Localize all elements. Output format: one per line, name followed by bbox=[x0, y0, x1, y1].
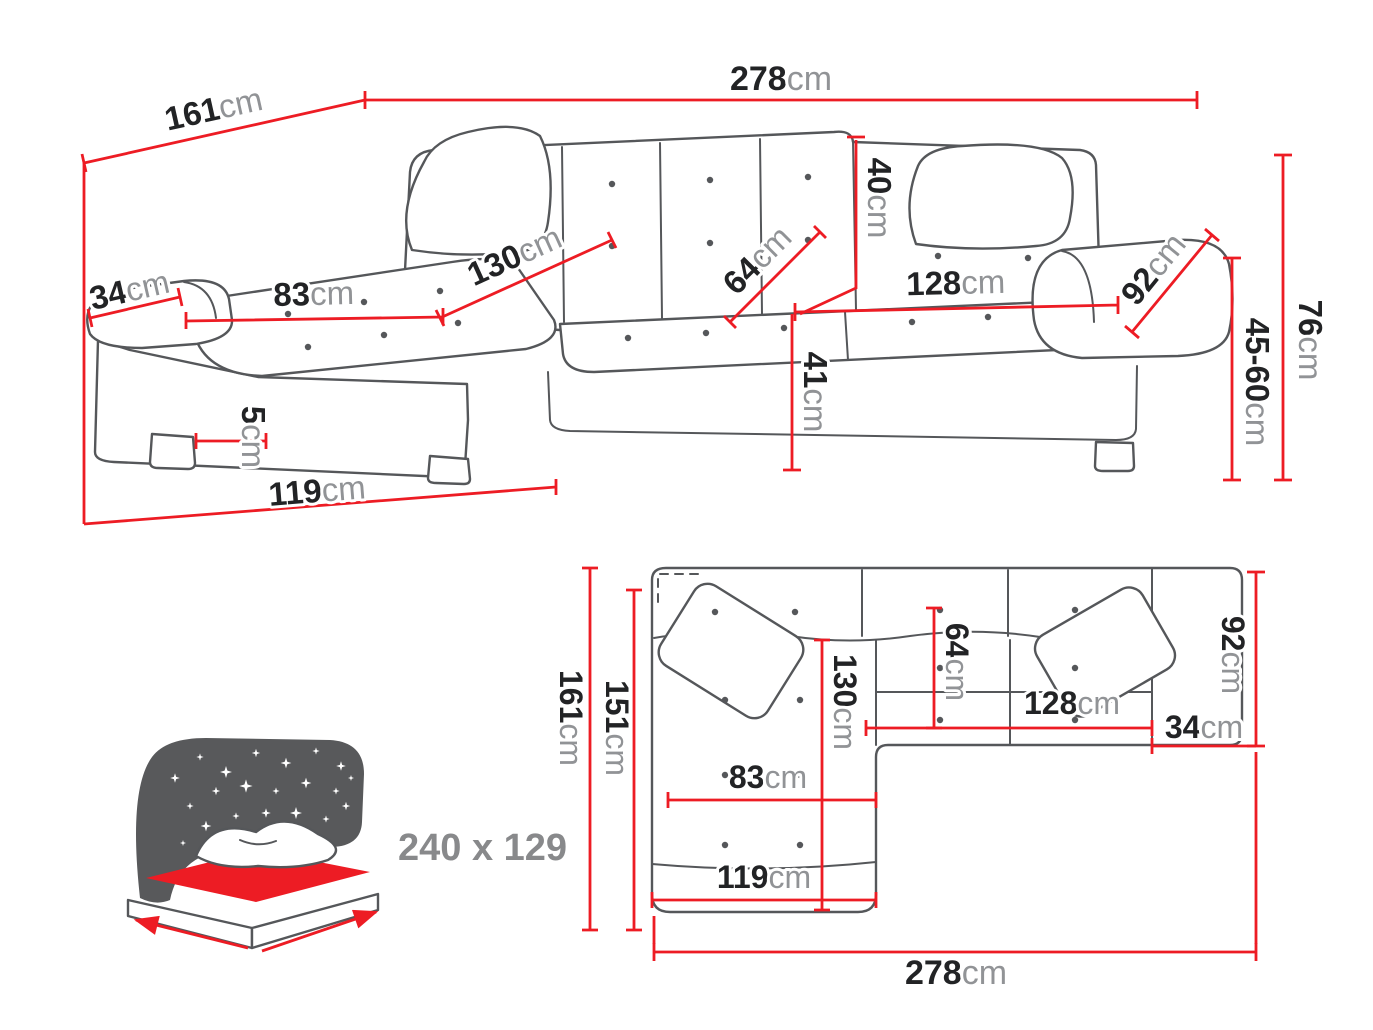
dimension-line bbox=[1223, 256, 1241, 482]
duvet-fold bbox=[239, 839, 277, 846]
dim-label-chaise-full-width-top: 119cm bbox=[717, 859, 811, 895]
left-pillow-top bbox=[657, 582, 805, 720]
dimension-line bbox=[626, 588, 642, 932]
dim-total-width: 278cm bbox=[363, 57, 1199, 109]
dim-width-total-top: 278cm bbox=[652, 752, 1258, 995]
dimension-line bbox=[194, 433, 268, 449]
right-pillow bbox=[908, 143, 1074, 250]
right-armrest-seam bbox=[1061, 250, 1095, 323]
dimension-line bbox=[1274, 153, 1292, 482]
dim-chaise-full-width-top: 119cm bbox=[650, 856, 878, 908]
extension-line bbox=[652, 752, 1258, 944]
dim-total-height: 76cm bbox=[1274, 153, 1332, 482]
dim-seat-width-top: 128cm bbox=[864, 682, 1154, 736]
sofa-perspective-drawing bbox=[86, 125, 1234, 486]
dimension-line bbox=[666, 792, 878, 808]
dim-label-seat-depth-top: 64cm bbox=[939, 623, 975, 701]
sofa-foot bbox=[148, 432, 197, 471]
dimension-line bbox=[814, 638, 830, 912]
tuft-buttons-top-view bbox=[711, 606, 1079, 849]
dim-armrest-width-top: 34cm bbox=[1150, 706, 1256, 754]
dim-armrest-height-range: 45-60cm bbox=[1223, 256, 1279, 482]
bed-headboard bbox=[136, 738, 364, 903]
dimension-line bbox=[434, 231, 618, 327]
dimension-line bbox=[650, 892, 878, 908]
dimension-line bbox=[652, 943, 1258, 961]
bed-with-stars-icon bbox=[126, 738, 380, 953]
dimension-line bbox=[864, 720, 1154, 736]
top-view: 161cm 151cm 130cm 64cm 128cm 34cm bbox=[550, 566, 1265, 995]
dim-label-armrest-width-top: 34cm bbox=[1165, 709, 1243, 745]
sleeping-function: 240 x 129 bbox=[126, 738, 567, 953]
dim-label-depth-left: 161cm bbox=[161, 80, 266, 138]
dim-label-seat-width: 128cm bbox=[906, 263, 1006, 302]
dim-label-total-height: 76cm bbox=[1292, 300, 1329, 381]
dim-depth-total-top: 161cm bbox=[550, 566, 598, 932]
dim-label-seat-width-top: 128cm bbox=[1024, 685, 1120, 721]
dimension-line bbox=[783, 314, 801, 472]
right-pillow-top bbox=[1033, 586, 1177, 718]
dim-label-total-width: 278cm bbox=[730, 60, 832, 98]
dim-armrest-length-top: 92cm bbox=[1212, 570, 1265, 748]
dim-chaise-base-length: 119cm bbox=[82, 163, 558, 526]
dim-label-armrest-height-range: 45-60cm bbox=[1239, 318, 1276, 446]
dimension-line bbox=[1124, 227, 1220, 340]
backrest-seam bbox=[561, 146, 565, 323]
dim-chaise-length-top: 130cm bbox=[814, 638, 866, 912]
dimension-lines-top-view: 161cm 151cm 130cm 64cm 128cm 34cm bbox=[550, 566, 1265, 995]
dim-label-depth-total-top: 161cm bbox=[553, 670, 589, 766]
bed-base-right-face bbox=[250, 892, 380, 950]
dim-seat-height: 41cm bbox=[783, 314, 837, 472]
sleeping-area-size: 240 x 129 bbox=[398, 827, 567, 869]
perspective-view: 278cm 161cm 119cm 34cm 83cm 130 bbox=[80, 57, 1332, 526]
dimension-line bbox=[1150, 738, 1256, 754]
left-armrest-seam bbox=[183, 281, 217, 319]
dimension-line bbox=[1247, 570, 1265, 748]
left-pillow bbox=[405, 125, 552, 256]
dim-label-chaise-seat-width: 83cm bbox=[273, 274, 355, 313]
dim-label-chaise-base-length: 119cm bbox=[267, 468, 367, 513]
dim-depth-inner-top: 151cm bbox=[596, 588, 642, 932]
dim-leg-height: 5cm bbox=[194, 403, 275, 471]
depth-arrow bbox=[261, 909, 379, 953]
dim-label-seat-height: 41cm bbox=[797, 352, 834, 433]
backrest-seam bbox=[759, 138, 763, 315]
width-arrow bbox=[133, 915, 249, 950]
dimension-line bbox=[723, 225, 827, 329]
dim-depth-left: 161cm bbox=[80, 77, 366, 173]
dimension-line bbox=[582, 566, 598, 932]
sofa-foot bbox=[1093, 440, 1136, 473]
left-armrest bbox=[86, 279, 234, 350]
dim-backrest-height: 40cm bbox=[799, 135, 901, 316]
tuft-buttons-seat bbox=[284, 287, 1068, 351]
dim-label-armrest-length-top: 92cm bbox=[1215, 616, 1251, 694]
dim-label-leg-height: 5cm bbox=[235, 406, 272, 468]
dim-label-chaise-length-top: 130cm bbox=[827, 654, 863, 750]
dimension-line bbox=[793, 296, 1120, 321]
dim-label-width-total-top: 278cm bbox=[905, 954, 1007, 992]
sofa-foot bbox=[426, 454, 472, 486]
dimension-line bbox=[83, 479, 558, 526]
dim-seat-width: 128cm bbox=[793, 260, 1120, 321]
dimension-line bbox=[86, 287, 184, 328]
seat-seam bbox=[844, 311, 849, 361]
dim-label-depth-inner-top: 151cm bbox=[599, 680, 635, 776]
dim-label-chaise-seat-width-top: 83cm bbox=[729, 759, 807, 795]
sofa-top-view-drawing bbox=[650, 566, 1244, 914]
chaise-front-seam bbox=[651, 861, 877, 870]
dim-label-backrest-height: 40cm bbox=[861, 158, 898, 239]
backrest-seam bbox=[659, 142, 663, 319]
dimension-line bbox=[799, 135, 865, 316]
dim-chaise-seat-width: 83cm bbox=[184, 271, 445, 329]
sofa-base-right bbox=[547, 365, 1138, 441]
dim-chaise-seat-width-top: 83cm bbox=[666, 756, 878, 808]
